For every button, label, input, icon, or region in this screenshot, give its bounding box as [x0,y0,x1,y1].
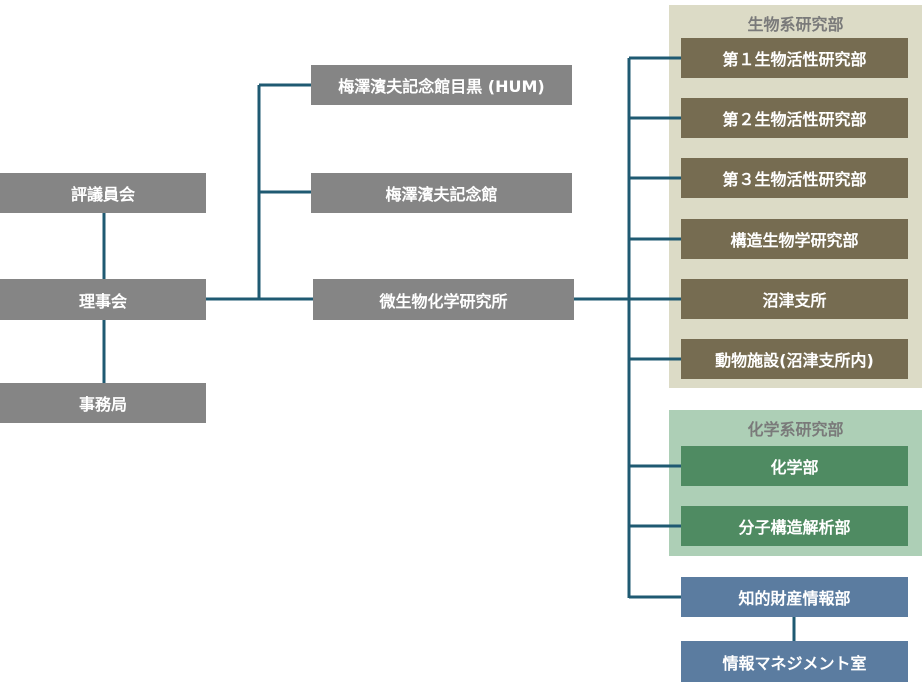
chem-group-title: 化学系研究部 [747,420,844,439]
bio-item: 第３生物活性研究部 [681,158,908,198]
bio-group-title: 生物系研究部 [747,15,844,34]
bikaken-box: 微生物化学研究所 [313,279,574,320]
secretariat-box: 事務局 [0,383,206,423]
bio-item: 第２生物活性研究部 [681,98,908,138]
bio-item: 動物施設(沼津支所内) [681,339,908,379]
bio-item: 構造生物学研究部 [681,219,908,259]
memorial-box: 梅澤濱夫記念館 [311,173,572,213]
bio-item: 沼津支所 [681,279,908,319]
chem-item: 分子構造解析部 [681,506,908,546]
board-box: 理事会 [0,279,206,320]
info-mgmt-box: 情報マネジメント室 [681,641,908,682]
chem-item: 化学部 [681,446,908,486]
council-box: 評議員会 [0,173,206,213]
hum-box: 梅澤濱夫記念館目黒 (HUM) [311,65,572,105]
bio-item: 第１生物活性研究部 [681,38,908,78]
ip-dept-box: 知的財産情報部 [681,577,908,617]
